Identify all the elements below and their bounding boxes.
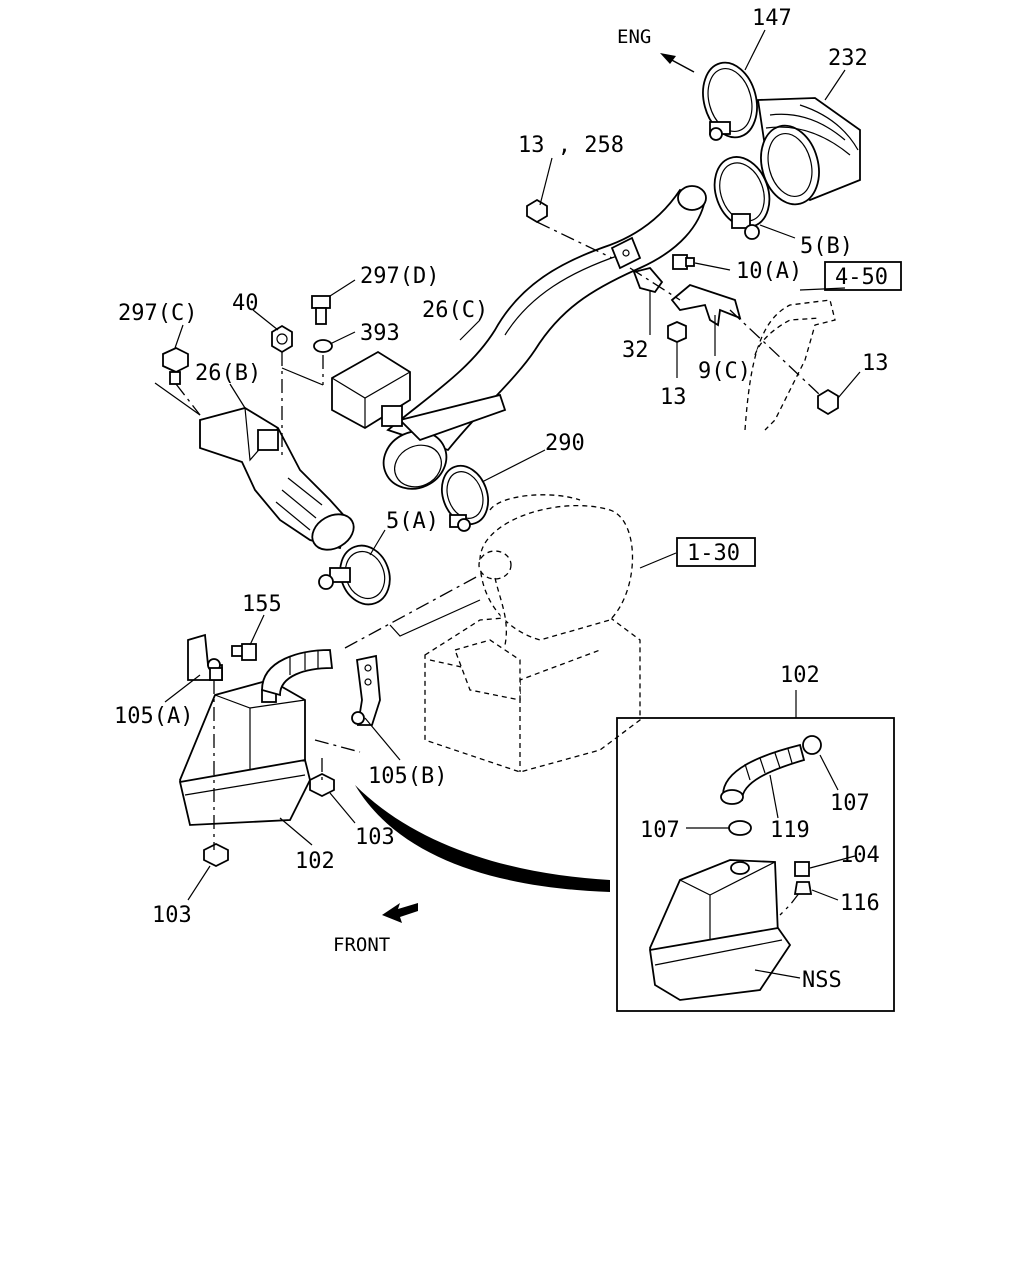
- label-107-left: 107: [640, 818, 680, 843]
- label-297c: 297(C): [118, 301, 197, 326]
- label-155: 155: [242, 592, 282, 617]
- label-26c: 26(C): [422, 298, 488, 323]
- label-26b: 26(B): [195, 361, 261, 386]
- leader-lines: [164, 29, 861, 979]
- label-107-right: 107: [830, 791, 870, 816]
- front-label: FRONT: [333, 934, 390, 956]
- label-5b: 5(B): [800, 234, 853, 259]
- construction-lines: [154, 221, 821, 916]
- label-103-left: 103: [152, 903, 192, 928]
- label-1-30: 1-30: [687, 541, 740, 566]
- air-cleaner-1-30: [424, 494, 641, 773]
- label-102-main: 102: [295, 849, 335, 874]
- label-104: 104: [840, 843, 880, 868]
- detail-arrow: [355, 785, 610, 892]
- label-393: 393: [360, 321, 400, 346]
- front-arrow: [382, 903, 418, 923]
- detail-hose-119: [720, 743, 806, 805]
- label-147: 147: [752, 6, 792, 31]
- duct-26b: [199, 407, 355, 551]
- label-13-lower: 13: [660, 385, 687, 410]
- label-290: 290: [545, 431, 585, 456]
- label-13-258: 13 , 258: [518, 133, 624, 158]
- bracket-105b: [351, 654, 381, 726]
- label-5a: 5(A): [386, 509, 439, 534]
- eng-label: ENG: [617, 26, 651, 48]
- label-4-50: 4-50: [835, 265, 888, 290]
- clamp-147: [702, 61, 758, 141]
- clamp-5a: [318, 544, 391, 606]
- bolt-155: [231, 643, 257, 661]
- label-9c: 9(C): [698, 359, 751, 384]
- label-105a: 105(A): [114, 704, 193, 729]
- detail-resonator: [648, 859, 792, 1001]
- label-nss: NSS: [802, 968, 842, 993]
- eng-arrow: [660, 53, 695, 73]
- hardware: [162, 198, 839, 868]
- label-102-detail: 102: [780, 663, 820, 688]
- duct-232: [756, 97, 861, 206]
- hose-26c: [382, 185, 707, 490]
- label-119: 119: [770, 818, 810, 843]
- clamp-5b: [713, 156, 771, 240]
- resonator-102: [178, 649, 334, 826]
- label-297d: 297(D): [360, 264, 439, 289]
- resonator-box: [331, 350, 411, 430]
- label-40: 40: [232, 291, 259, 316]
- ref-box-4-50: [824, 261, 902, 291]
- ref-box-1-30: [676, 537, 756, 567]
- label-13-right: 13: [862, 351, 889, 376]
- label-232: 232: [828, 46, 868, 71]
- detail-box: [616, 717, 895, 1012]
- label-10a: 10(A): [736, 259, 802, 284]
- clamp-290: [441, 464, 489, 532]
- label-32: 32: [622, 338, 649, 363]
- frame-4-50: [744, 299, 836, 431]
- label-105b: 105(B): [368, 764, 447, 789]
- label-116: 116: [840, 891, 880, 916]
- detail-clamps: [728, 735, 822, 895]
- label-103-right: 103: [355, 825, 395, 850]
